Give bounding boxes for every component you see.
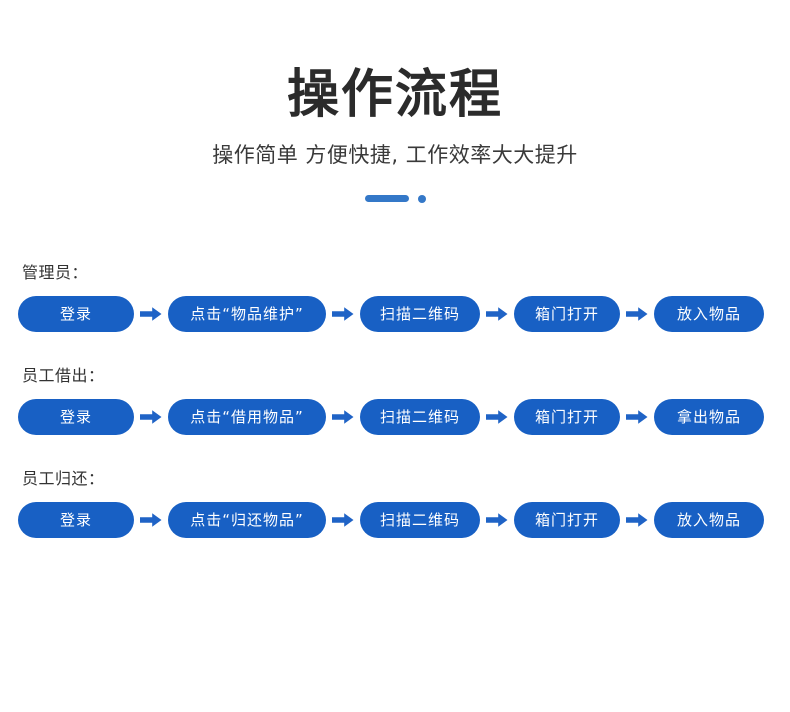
divider-bar-icon [364, 195, 409, 203]
arrow-right-icon [134, 409, 168, 425]
arrow-right-icon [326, 512, 360, 528]
flow-step-open[interactable]: 箱门打开 [514, 398, 620, 435]
flow-step-action[interactable]: 点击“归还物品” [168, 501, 326, 538]
arrow-right-icon [620, 409, 654, 425]
arrow-right-icon [620, 512, 654, 528]
flow-step-action[interactable]: 点击“借用物品” [168, 398, 326, 435]
flow-step-final[interactable]: 拿出物品 [654, 398, 764, 435]
flow-step-scan[interactable]: 扫描二维码 [360, 398, 480, 435]
flow-step-login[interactable]: 登录 [18, 501, 134, 538]
flow-step-open[interactable]: 箱门打开 [514, 295, 620, 332]
flow-group-admin: 管理员： 登录 点击“物品维护” 扫描二维码 箱门打开 放入物品 [0, 259, 790, 332]
arrow-right-icon [480, 409, 514, 425]
arrow-right-icon [326, 409, 360, 425]
page-title: 操作流程 [286, 65, 503, 125]
flow-label: 管理员： [22, 262, 89, 282]
flow-step-login[interactable]: 登录 [18, 398, 134, 435]
arrow-right-icon [620, 306, 654, 322]
flow-step-open[interactable]: 箱门打开 [514, 501, 620, 538]
flow-step-final[interactable]: 放入物品 [654, 501, 764, 538]
arrow-right-icon [134, 512, 168, 528]
flow-label: 员工归还： [22, 468, 105, 488]
arrow-right-icon [326, 306, 360, 322]
section-divider [0, 194, 790, 203]
arrow-right-icon [134, 306, 168, 322]
flow-step-scan[interactable]: 扫描二维码 [360, 295, 480, 332]
flow-group-return: 员工归还： 登录 点击“归还物品” 扫描二维码 箱门打开 放入物品 [0, 465, 790, 538]
flow-step-scan[interactable]: 扫描二维码 [360, 501, 480, 538]
flow-row: 登录 点击“借用物品” 扫描二维码 箱门打开 拿出物品 [0, 398, 790, 435]
page-subtitle: 操作简单 方便快捷, 工作效率大大提升 [212, 142, 578, 167]
flow-step-action[interactable]: 点击“物品维护” [168, 295, 326, 332]
flow-step-final[interactable]: 放入物品 [654, 295, 764, 332]
flow-label: 员工借出： [22, 365, 105, 385]
flow-row: 登录 点击“物品维护” 扫描二维码 箱门打开 放入物品 [0, 295, 790, 332]
arrow-right-icon [480, 306, 514, 322]
flow-step-login[interactable]: 登录 [18, 295, 134, 332]
page-header: 操作流程 操作简单 方便快捷, 工作效率大大提升 [0, 0, 790, 203]
arrow-right-icon [480, 512, 514, 528]
flow-group-borrow: 员工借出： 登录 点击“借用物品” 扫描二维码 箱门打开 拿出物品 [0, 362, 790, 435]
flow-row: 登录 点击“归还物品” 扫描二维码 箱门打开 放入物品 [0, 501, 790, 538]
flow-list: 管理员： 登录 点击“物品维护” 扫描二维码 箱门打开 放入物品 员工借出： 登… [0, 259, 790, 538]
divider-dot-icon [417, 194, 426, 203]
